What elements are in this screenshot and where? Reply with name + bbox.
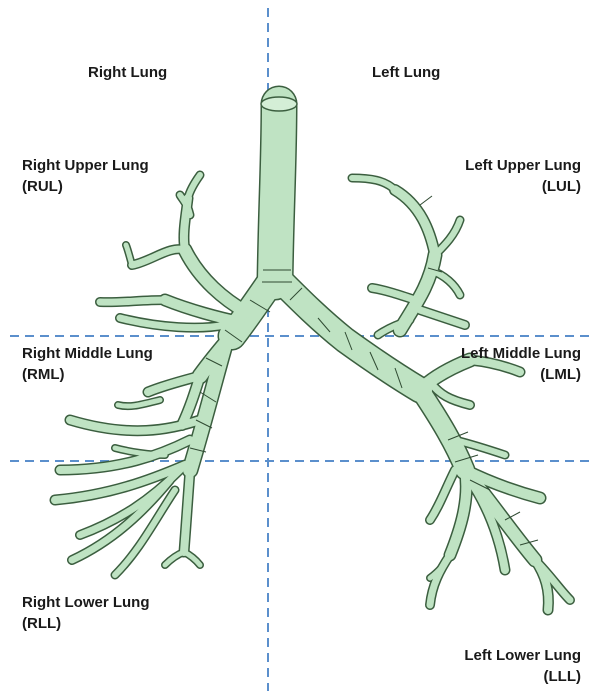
right-lung-label: Right Lung [88, 62, 167, 83]
rul-branch-7 [100, 300, 165, 302]
lul-name: Left Upper Lung [465, 155, 581, 176]
lml-label: Left Middle Lung (LML) [461, 343, 581, 385]
lll-label: Left Lower Lung (LLL) [464, 645, 581, 687]
rul-branch-4 [132, 249, 185, 265]
left-lung-title: Left Lung [372, 62, 440, 83]
rul-name: Right Upper Lung [22, 155, 149, 176]
lml-abbr: (LML) [461, 364, 581, 385]
rml-abbr: (RML) [22, 364, 153, 385]
right-lung-title: Right Lung [88, 62, 167, 83]
rll-abbr: (RLL) [22, 613, 149, 634]
lul-abbr: (LUL) [465, 176, 581, 197]
segment-line [420, 196, 432, 205]
trachea [275, 104, 279, 282]
lll-name: Left Lower Lung [464, 645, 581, 666]
rml-name: Right Middle Lung [22, 343, 153, 364]
rml-label: Right Middle Lung (RML) [22, 343, 153, 385]
lll-abbr: (LLL) [464, 666, 581, 687]
left-lung-label: Left Lung [372, 62, 440, 83]
rll-label: Right Lower Lung (RLL) [22, 592, 149, 634]
lml-name: Left Middle Lung [461, 343, 581, 364]
trachea-opening [261, 97, 297, 111]
rll-name: Right Lower Lung [22, 592, 149, 613]
lul-label: Left Upper Lung (LUL) [465, 155, 581, 197]
rul-label: Right Upper Lung (RUL) [22, 155, 149, 197]
lll-branch-9 [430, 470, 455, 520]
rul-abbr: (RUL) [22, 176, 149, 197]
